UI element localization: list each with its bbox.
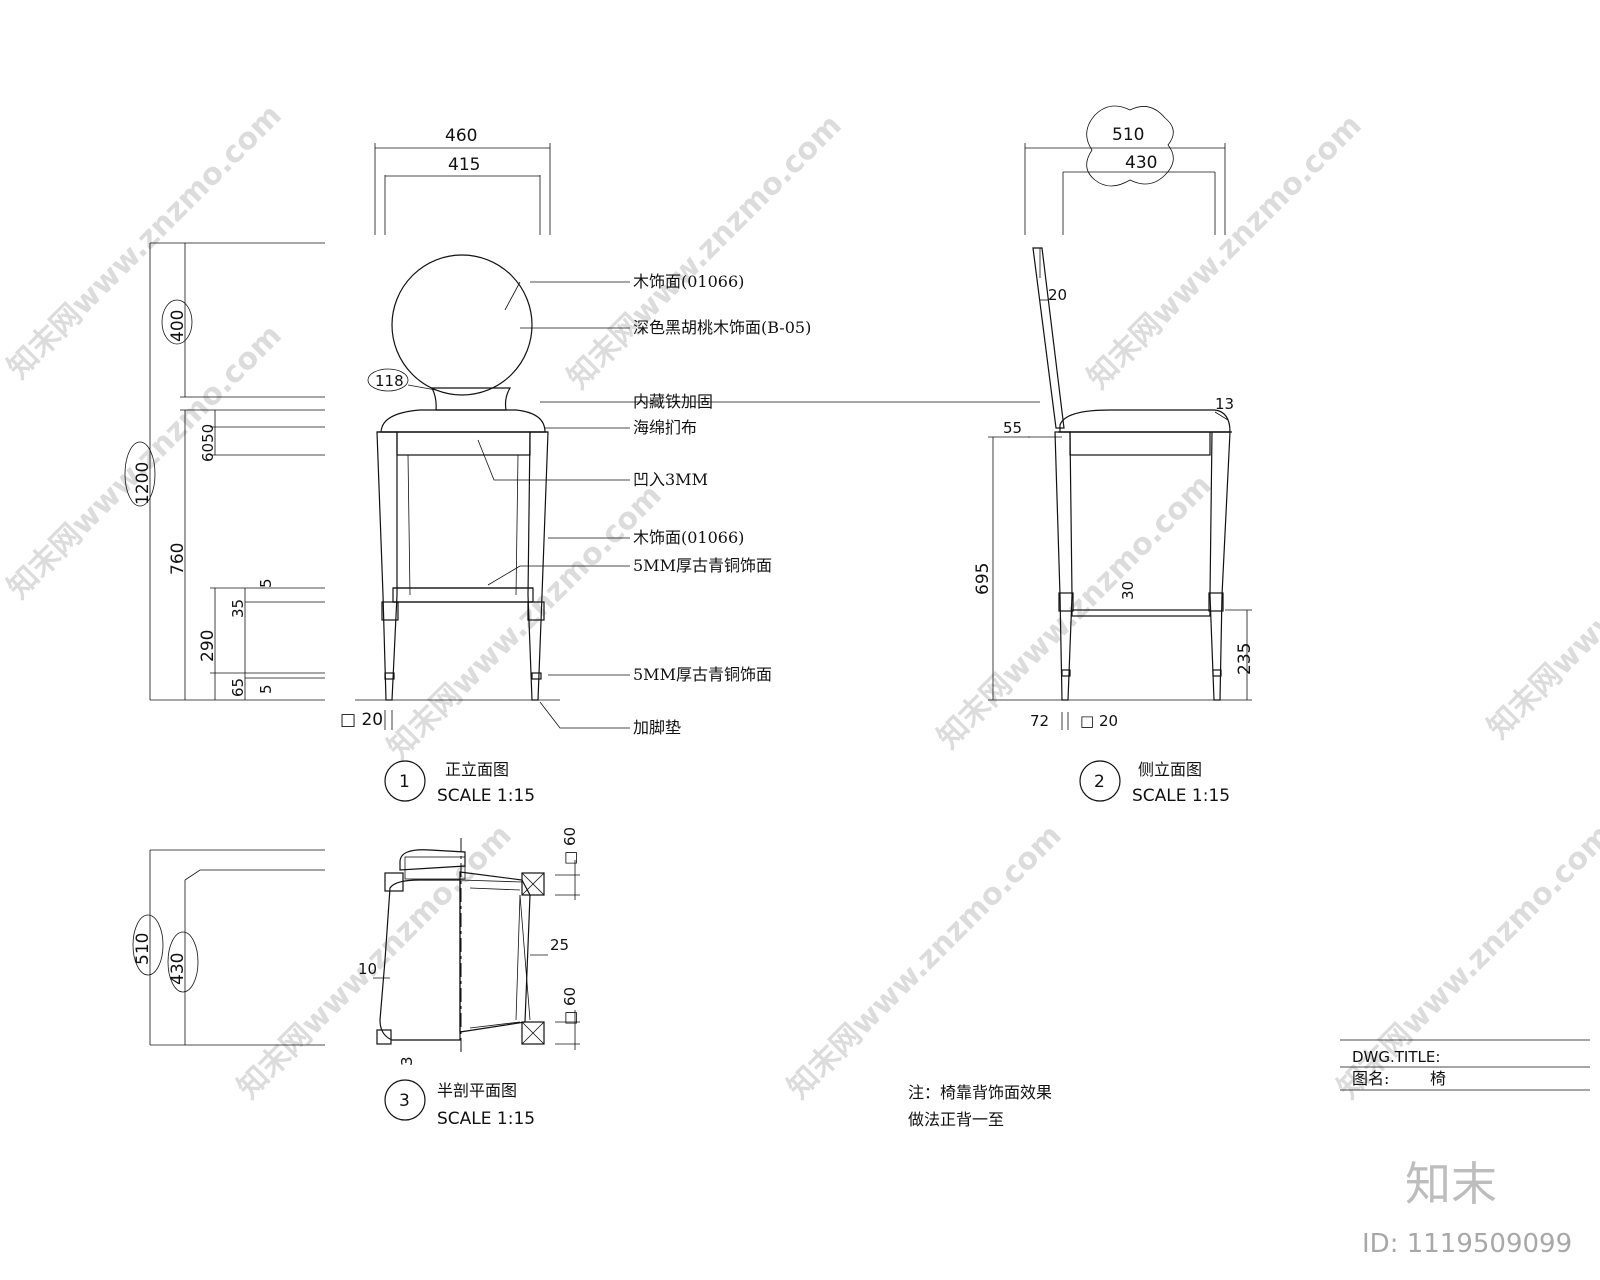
dim-stretcher: 30 xyxy=(1119,581,1137,600)
seat-cushion xyxy=(380,409,546,433)
side-bronze-ring xyxy=(1058,592,1074,612)
callout-walnut-veneer: 深色黑胡桃木饰面(B-05) xyxy=(633,318,811,337)
view-title: 正立面图 xyxy=(445,760,509,779)
plan-leg-top-right xyxy=(521,872,545,896)
front-left-leg xyxy=(376,431,398,701)
dim-back-thick: 20 xyxy=(1048,286,1067,304)
watermark-text: 知末网www.znzmo.com xyxy=(561,108,849,396)
watermark-text: 知末网www.znzmo.com xyxy=(781,818,1069,1106)
foot-stretcher xyxy=(392,587,534,603)
backrest-neck xyxy=(431,387,512,411)
callout-iron-reinforce: 内藏铁加固 xyxy=(633,392,713,411)
dim-outer-width: 460 xyxy=(445,126,477,146)
dim-leg-height: 695 xyxy=(973,563,993,595)
plan-view: 510 430 □ 60 □ 60 25 10 3 xyxy=(132,827,580,1129)
view-scale: SCALE 1:15 xyxy=(1132,786,1230,806)
view-scale: SCALE 1:15 xyxy=(437,1109,535,1129)
side-bronze-ring xyxy=(1208,592,1224,612)
dim-depth-inner: 430 xyxy=(168,953,188,985)
dim-foot-sq: □ 20 xyxy=(1080,712,1118,730)
watermark-text: 知末网www.znzmo.com xyxy=(381,478,669,766)
dim-leg-top: □ 60 xyxy=(561,827,579,865)
dim-outer-width: 510 xyxy=(1112,125,1144,145)
title-block-label-dwg: DWG.TITLE: xyxy=(1352,1048,1440,1066)
view-number: 1 xyxy=(399,772,410,792)
callout-bronze-upper: 5MM厚古青铜饰面 xyxy=(633,556,772,575)
side-stretcher xyxy=(1071,609,1211,617)
title-block: DWG.TITLE: 图名: 椅 xyxy=(1340,1039,1590,1091)
side-apron xyxy=(1069,431,1211,456)
plan-leg-top-left xyxy=(384,872,404,892)
view-number-circle xyxy=(384,760,426,802)
note-line-1: 注：椅靠背饰面效果 xyxy=(908,1083,1052,1102)
view-title: 侧立面图 xyxy=(1138,760,1202,779)
brand-logo: 知末 xyxy=(1405,1157,1497,1211)
dim-rail: 25 xyxy=(550,936,569,954)
dim-depth-outer: 510 xyxy=(133,933,153,965)
dim-leg-bottom: □ 60 xyxy=(561,987,579,1025)
round-backrest xyxy=(391,254,533,396)
view-scale: SCALE 1:15 xyxy=(437,786,535,806)
plan-section-outline xyxy=(459,871,531,1033)
dim-stretcher-height: 235 xyxy=(1235,643,1255,675)
plan-seat-outline xyxy=(379,879,461,1041)
view-title: 半剖平面图 xyxy=(437,1081,517,1100)
callout-sponge-fabric: 海绵扪布 xyxy=(633,418,697,437)
side-back-leg xyxy=(1209,431,1231,701)
dim-side: 10 xyxy=(358,960,377,978)
view-number-circle xyxy=(1079,760,1121,802)
callout-foot-pad: 加脚垫 xyxy=(633,718,681,737)
callout-wood-veneer-leg: 木饰面(01066) xyxy=(633,528,744,547)
dim-total-height: 1200 xyxy=(133,462,153,505)
plan-leg-bottom-right xyxy=(521,1021,545,1045)
dim-back-height: 400 xyxy=(168,310,188,342)
title-block-label-name: 图名: xyxy=(1352,1069,1389,1088)
dim-ring-lower-gap: 65 xyxy=(229,678,247,697)
dim-ring-upper-gap: 35 xyxy=(229,599,247,618)
dim-stretcher-height: 290 xyxy=(198,630,218,662)
view-number-circle xyxy=(384,1079,426,1121)
side-bronze-ring-lower xyxy=(1212,669,1222,677)
view-number: 3 xyxy=(399,1091,410,1111)
dim-foot: 72 xyxy=(1030,712,1049,730)
dim-seat-front: 55 xyxy=(1003,419,1022,437)
note-line-2: 做法正背一至 xyxy=(908,1110,1004,1129)
dim-ring-upper: 5 xyxy=(257,578,275,588)
front-view: 460 415 1200 400 760 6050 5 35 290 5 65 xyxy=(124,126,1040,806)
callout-wood-veneer: 木饰面(01066) xyxy=(633,272,744,291)
bronze-ring-upper xyxy=(527,601,545,621)
dim-seat-layers: 6050 xyxy=(199,424,217,462)
watermark-text: 知末网www.znzmo.com xyxy=(931,468,1219,756)
dim-cushion: 13 xyxy=(1215,395,1234,413)
side-front-leg xyxy=(1054,431,1073,701)
dim-ring-lower: 5 xyxy=(257,684,275,694)
bronze-ring-upper xyxy=(381,601,399,621)
side-seat-cushion xyxy=(1059,409,1231,433)
title-block-value-name: 椅 xyxy=(1430,1069,1446,1088)
seat-apron xyxy=(396,431,531,456)
callout-recess: 凹入3MM xyxy=(633,470,708,489)
side-view: 510 430 20 13 55 30 695 235 72 □ 20 xyxy=(973,105,1255,806)
dim-inner-width: 430 xyxy=(1125,153,1157,173)
view-number: 2 xyxy=(1094,772,1105,792)
dim-inner-width: 415 xyxy=(448,155,480,175)
dim-bottom: 3 xyxy=(398,1056,416,1066)
dim-neck: 118 xyxy=(375,372,404,390)
bronze-ring-lower xyxy=(531,672,542,680)
callout-leaders xyxy=(477,281,1040,729)
side-bronze-ring-lower xyxy=(1061,669,1071,677)
watermark-text: 知末网www.znzmo.com xyxy=(1481,458,1600,746)
callout-bronze-lower: 5MM厚古青铜饰面 xyxy=(633,665,772,684)
plan-leg-bottom-left xyxy=(376,1029,392,1045)
brand-id: ID: 1119509099 xyxy=(1362,1229,1572,1259)
dim-foot: □ 20 xyxy=(340,710,383,730)
side-backrest xyxy=(1032,247,1065,429)
dim-seat-height: 760 xyxy=(168,543,188,575)
bronze-ring-lower xyxy=(384,672,395,680)
